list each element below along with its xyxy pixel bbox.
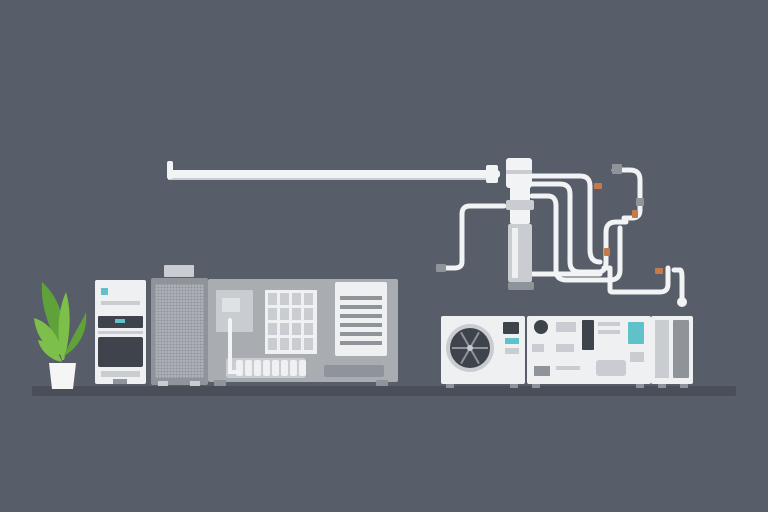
vertical-filter-column (506, 158, 534, 290)
grille-cabinet (151, 265, 208, 386)
fan-condenser-unit (441, 316, 693, 388)
vent-slat (340, 332, 382, 336)
coil-segment (254, 360, 261, 376)
grid-cell (280, 308, 289, 320)
grid-cell (304, 323, 313, 335)
vent-slat (340, 323, 382, 327)
vent-slat (340, 341, 382, 345)
coil-segment (272, 360, 279, 376)
white-tower-unit (95, 280, 146, 384)
coil-segment (290, 360, 297, 376)
grid-cell (268, 293, 277, 305)
grid-cell (292, 308, 301, 320)
gray-machine-block (208, 279, 398, 386)
overhead-pipe-network (167, 161, 687, 307)
floor-shelf (32, 386, 736, 396)
grid-cell (292, 293, 301, 305)
grid-cell (268, 323, 277, 335)
vent-slat (340, 296, 382, 300)
grid-cell (304, 338, 313, 350)
grid-cell (292, 338, 301, 350)
grid-cell (280, 293, 289, 305)
coil-segment (299, 360, 306, 376)
coil-segment (281, 360, 288, 376)
vent-slat (340, 314, 382, 318)
coil-segment (263, 360, 270, 376)
fan-blade (460, 347, 471, 365)
coil-segment (245, 360, 252, 376)
grid-cell (268, 338, 277, 350)
grid-cell (280, 323, 289, 335)
vent-slat (340, 305, 382, 309)
fan-blade (469, 331, 480, 349)
potted-plant-icon (34, 282, 87, 389)
fan-blade (469, 347, 480, 365)
grid-cell (304, 308, 313, 320)
grid-cell (268, 308, 277, 320)
grid-cell (280, 338, 289, 350)
fan-blade (460, 331, 471, 349)
grid-cell (304, 293, 313, 305)
grid-cell (292, 323, 301, 335)
